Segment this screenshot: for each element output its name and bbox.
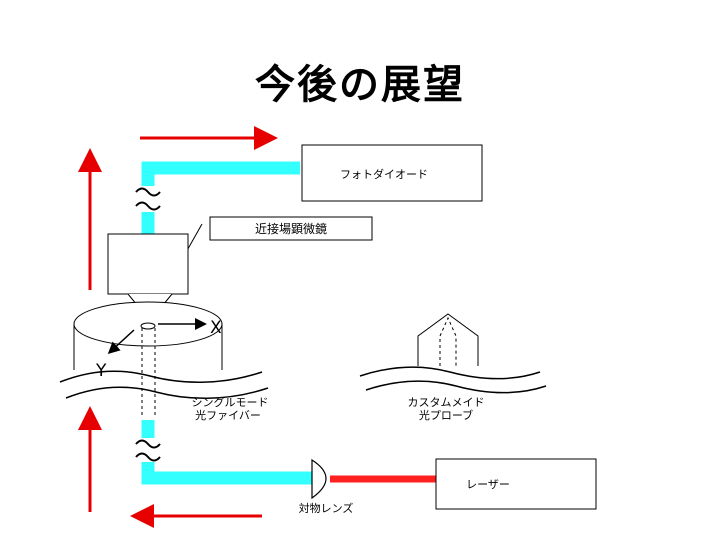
- photodiode-label: フォトダイオード: [340, 167, 428, 181]
- microscope-head: [107, 233, 189, 295]
- custom-probe: [359, 313, 547, 394]
- objective-lens: [311, 458, 327, 500]
- y-axis-arrow: [107, 329, 135, 355]
- x-axis-label: X: [210, 318, 222, 338]
- fiber-lower: [141, 420, 312, 485]
- lens-label: 対物レンズ: [299, 501, 354, 515]
- fiber-break-upper: [135, 186, 161, 212]
- microscope-label: 近接場顕微鏡: [255, 221, 327, 236]
- fiber-break-lower: [135, 438, 161, 462]
- microscope-label-box: [209, 216, 373, 241]
- laser-box: [435, 458, 597, 510]
- probe-label-line2: 光プローブ: [419, 408, 473, 422]
- fiber-label-line1: シングルモード: [192, 395, 269, 409]
- photodiode-box: [301, 144, 483, 202]
- laser-label: レーザー: [466, 478, 510, 491]
- fiber-label-line2: 光ファイバー: [195, 408, 261, 422]
- probe-label-line1: カスタムメイド: [408, 396, 485, 409]
- slide-title: 今後の展望: [255, 62, 465, 108]
- y-axis-label: Y: [95, 361, 107, 381]
- table-surface-left: [59, 370, 269, 400]
- fiber-upper: [141, 161, 300, 238]
- sample-stage: [73, 301, 223, 416]
